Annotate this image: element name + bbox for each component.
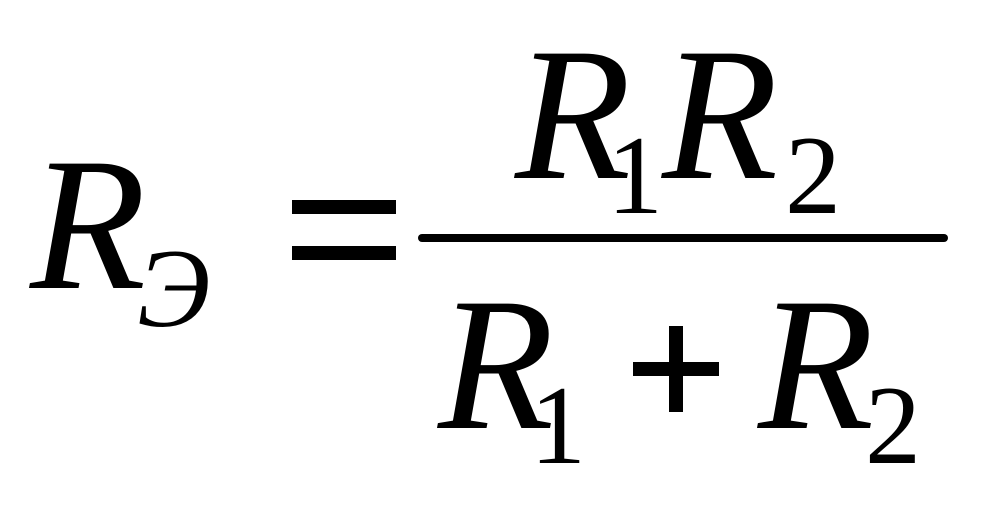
numerator-factor2-variable: R — [662, 10, 779, 220]
lhs-variable: R — [30, 120, 147, 330]
plus-vertical-bar — [669, 326, 683, 412]
fraction-bar — [418, 234, 948, 242]
numerator-factor1-subscript: 1 — [607, 114, 663, 238]
lhs-subscript: Э — [137, 227, 211, 351]
denominator-term2-variable: R — [758, 260, 875, 470]
equals-top-bar — [292, 200, 396, 214]
numerator-factor1-variable: R — [515, 10, 632, 220]
numerator-factor2-subscript: 2 — [785, 114, 841, 238]
denominator-term1-subscript: 1 — [530, 364, 586, 488]
denominator-term1-variable: R — [438, 260, 555, 470]
equals-bottom-bar — [292, 246, 396, 260]
denominator-term2-subscript: 2 — [865, 364, 921, 488]
